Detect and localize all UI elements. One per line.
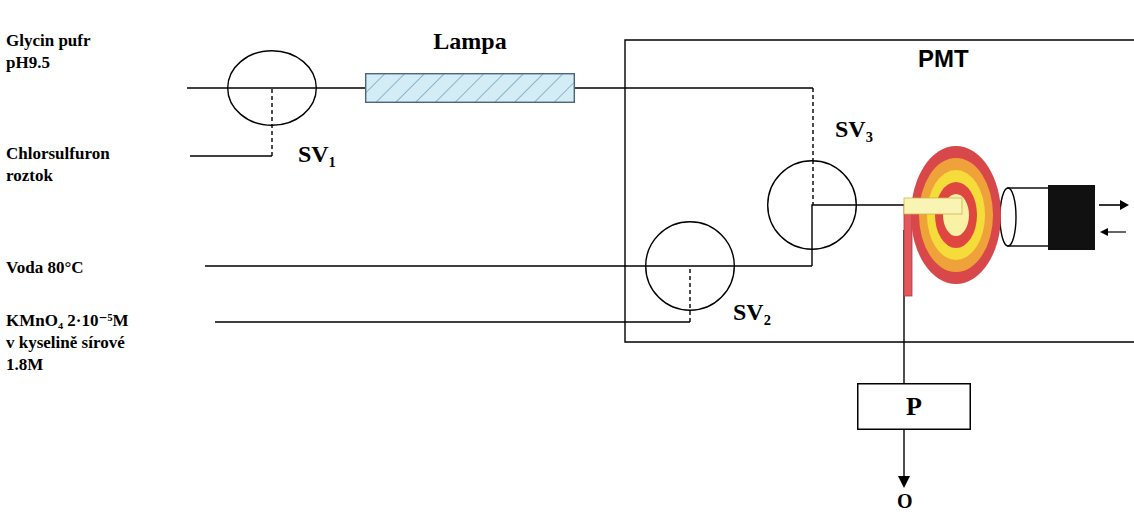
connector-segment — [857, 204, 910, 205]
coil-ring — [919, 158, 993, 272]
connector-segment — [812, 88, 813, 160]
node-heading: Lampa — [433, 27, 506, 55]
valve-circle: SV₃ — [767, 160, 857, 250]
pump-box: P — [857, 383, 971, 430]
coil-ring — [911, 146, 1001, 284]
valve-circle: SV₁ — [227, 50, 317, 126]
valve-circle-shape — [227, 50, 317, 126]
detector-housing — [1048, 185, 1095, 250]
reagent-label: Chlorsulfuron roztok — [6, 143, 110, 187]
flow-cell-tube — [904, 198, 962, 214]
uv-lamp-shape — [365, 73, 575, 103]
valve-circle-shape — [645, 221, 735, 311]
coil-ring — [935, 182, 977, 248]
reagent-label: Glycin pufr pH9.5 — [6, 30, 91, 74]
sample-line — [190, 155, 272, 156]
coil-ring — [927, 170, 985, 260]
outlet-label: O — [897, 489, 913, 514]
valve-port-dashed — [271, 88, 272, 156]
valve-outline — [228, 51, 317, 126]
valve-port-dashed — [689, 266, 690, 322]
node-heading: SV₁ — [298, 140, 336, 168]
valve-port-dashed — [812, 160, 813, 205]
node-heading: PMT — [918, 45, 969, 73]
reagent-label: Voda 80°C — [6, 257, 84, 279]
valve-circle: SV₂ — [645, 221, 735, 311]
flow-connector — [857, 205, 910, 206]
water-line — [205, 265, 735, 266]
lamp-body — [366, 74, 575, 103]
signal-arrowhead — [1100, 228, 1108, 236]
valve-circle-shape — [767, 160, 857, 250]
connector-segment — [811, 250, 812, 266]
detector-window — [1000, 188, 1016, 246]
box-text: P — [906, 392, 922, 422]
connector-segment — [735, 265, 812, 266]
pmt-coil: PMT — [910, 145, 1002, 285]
buffer-line — [187, 87, 317, 88]
node-heading: SV₂ — [733, 298, 771, 326]
valve-outline — [646, 222, 735, 311]
node-heading: SV₃ — [835, 115, 873, 143]
connector-segment — [317, 87, 365, 88]
uv-lamp: Lampa — [365, 73, 575, 103]
reagent-line — [215, 321, 690, 322]
outlet-arrowhead — [898, 476, 910, 488]
signal-arrow — [1099, 204, 1122, 206]
reagent-label: KMnO₄ 2·10⁻⁵M v kyselině sírové 1.8M — [6, 310, 129, 376]
connector-segment — [575, 87, 813, 88]
flow-connector — [735, 250, 812, 266]
flow-connector — [317, 88, 365, 89]
valve-outline — [768, 161, 857, 250]
pmt-coil-shape — [910, 145, 1002, 285]
housing-outline — [625, 40, 1134, 342]
outlet-line — [903, 430, 904, 478]
box-outline — [858, 384, 971, 430]
signal-arrowhead — [1120, 200, 1129, 210]
signal-arrow — [1106, 231, 1126, 232]
flow-connector — [575, 88, 813, 160]
drain-pipe — [904, 206, 912, 296]
